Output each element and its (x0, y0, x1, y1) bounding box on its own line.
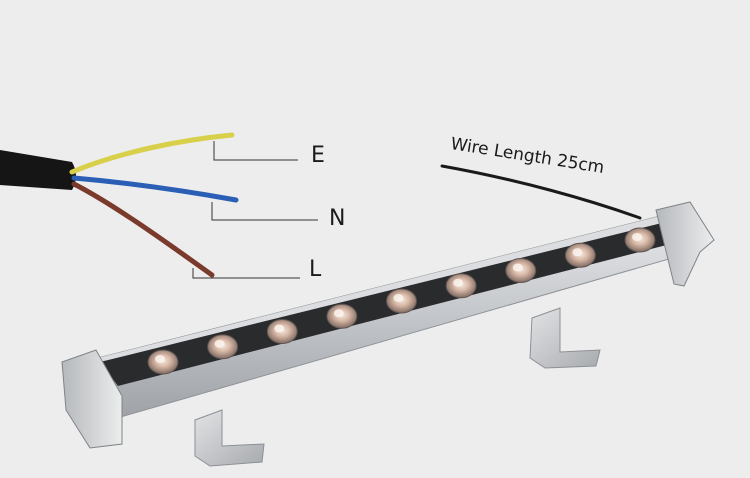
cable-jacket (0, 150, 76, 190)
live-label: L (309, 257, 322, 282)
led-highlight (572, 248, 583, 257)
led-highlight (632, 233, 642, 241)
end-cap-right (655, 201, 715, 287)
led-row (147, 227, 656, 375)
led-highlight (274, 324, 285, 333)
led-highlight (333, 309, 344, 318)
power-cable (0, 132, 239, 278)
led-highlight (393, 294, 404, 302)
neutral-wire (71, 175, 239, 203)
led-highlight (512, 263, 523, 272)
live-leader-line (192, 268, 300, 279)
earth-leader-line (213, 141, 298, 161)
led-wall-washer (61, 201, 715, 449)
led-highlight (214, 339, 225, 348)
live-wire (71, 181, 215, 278)
end-cap-left (61, 349, 123, 449)
earth-label: E (311, 143, 325, 168)
led-highlight (453, 278, 464, 287)
earth-wire (69, 132, 235, 175)
wire-leader-lines (192, 141, 318, 279)
mounting-bracket-left (194, 409, 265, 467)
neutral-label: N (329, 206, 346, 231)
neutral-leader-line (211, 202, 318, 221)
led-highlight (155, 355, 165, 363)
mounting-bracket-right (529, 307, 601, 369)
output-wire (440, 164, 642, 220)
